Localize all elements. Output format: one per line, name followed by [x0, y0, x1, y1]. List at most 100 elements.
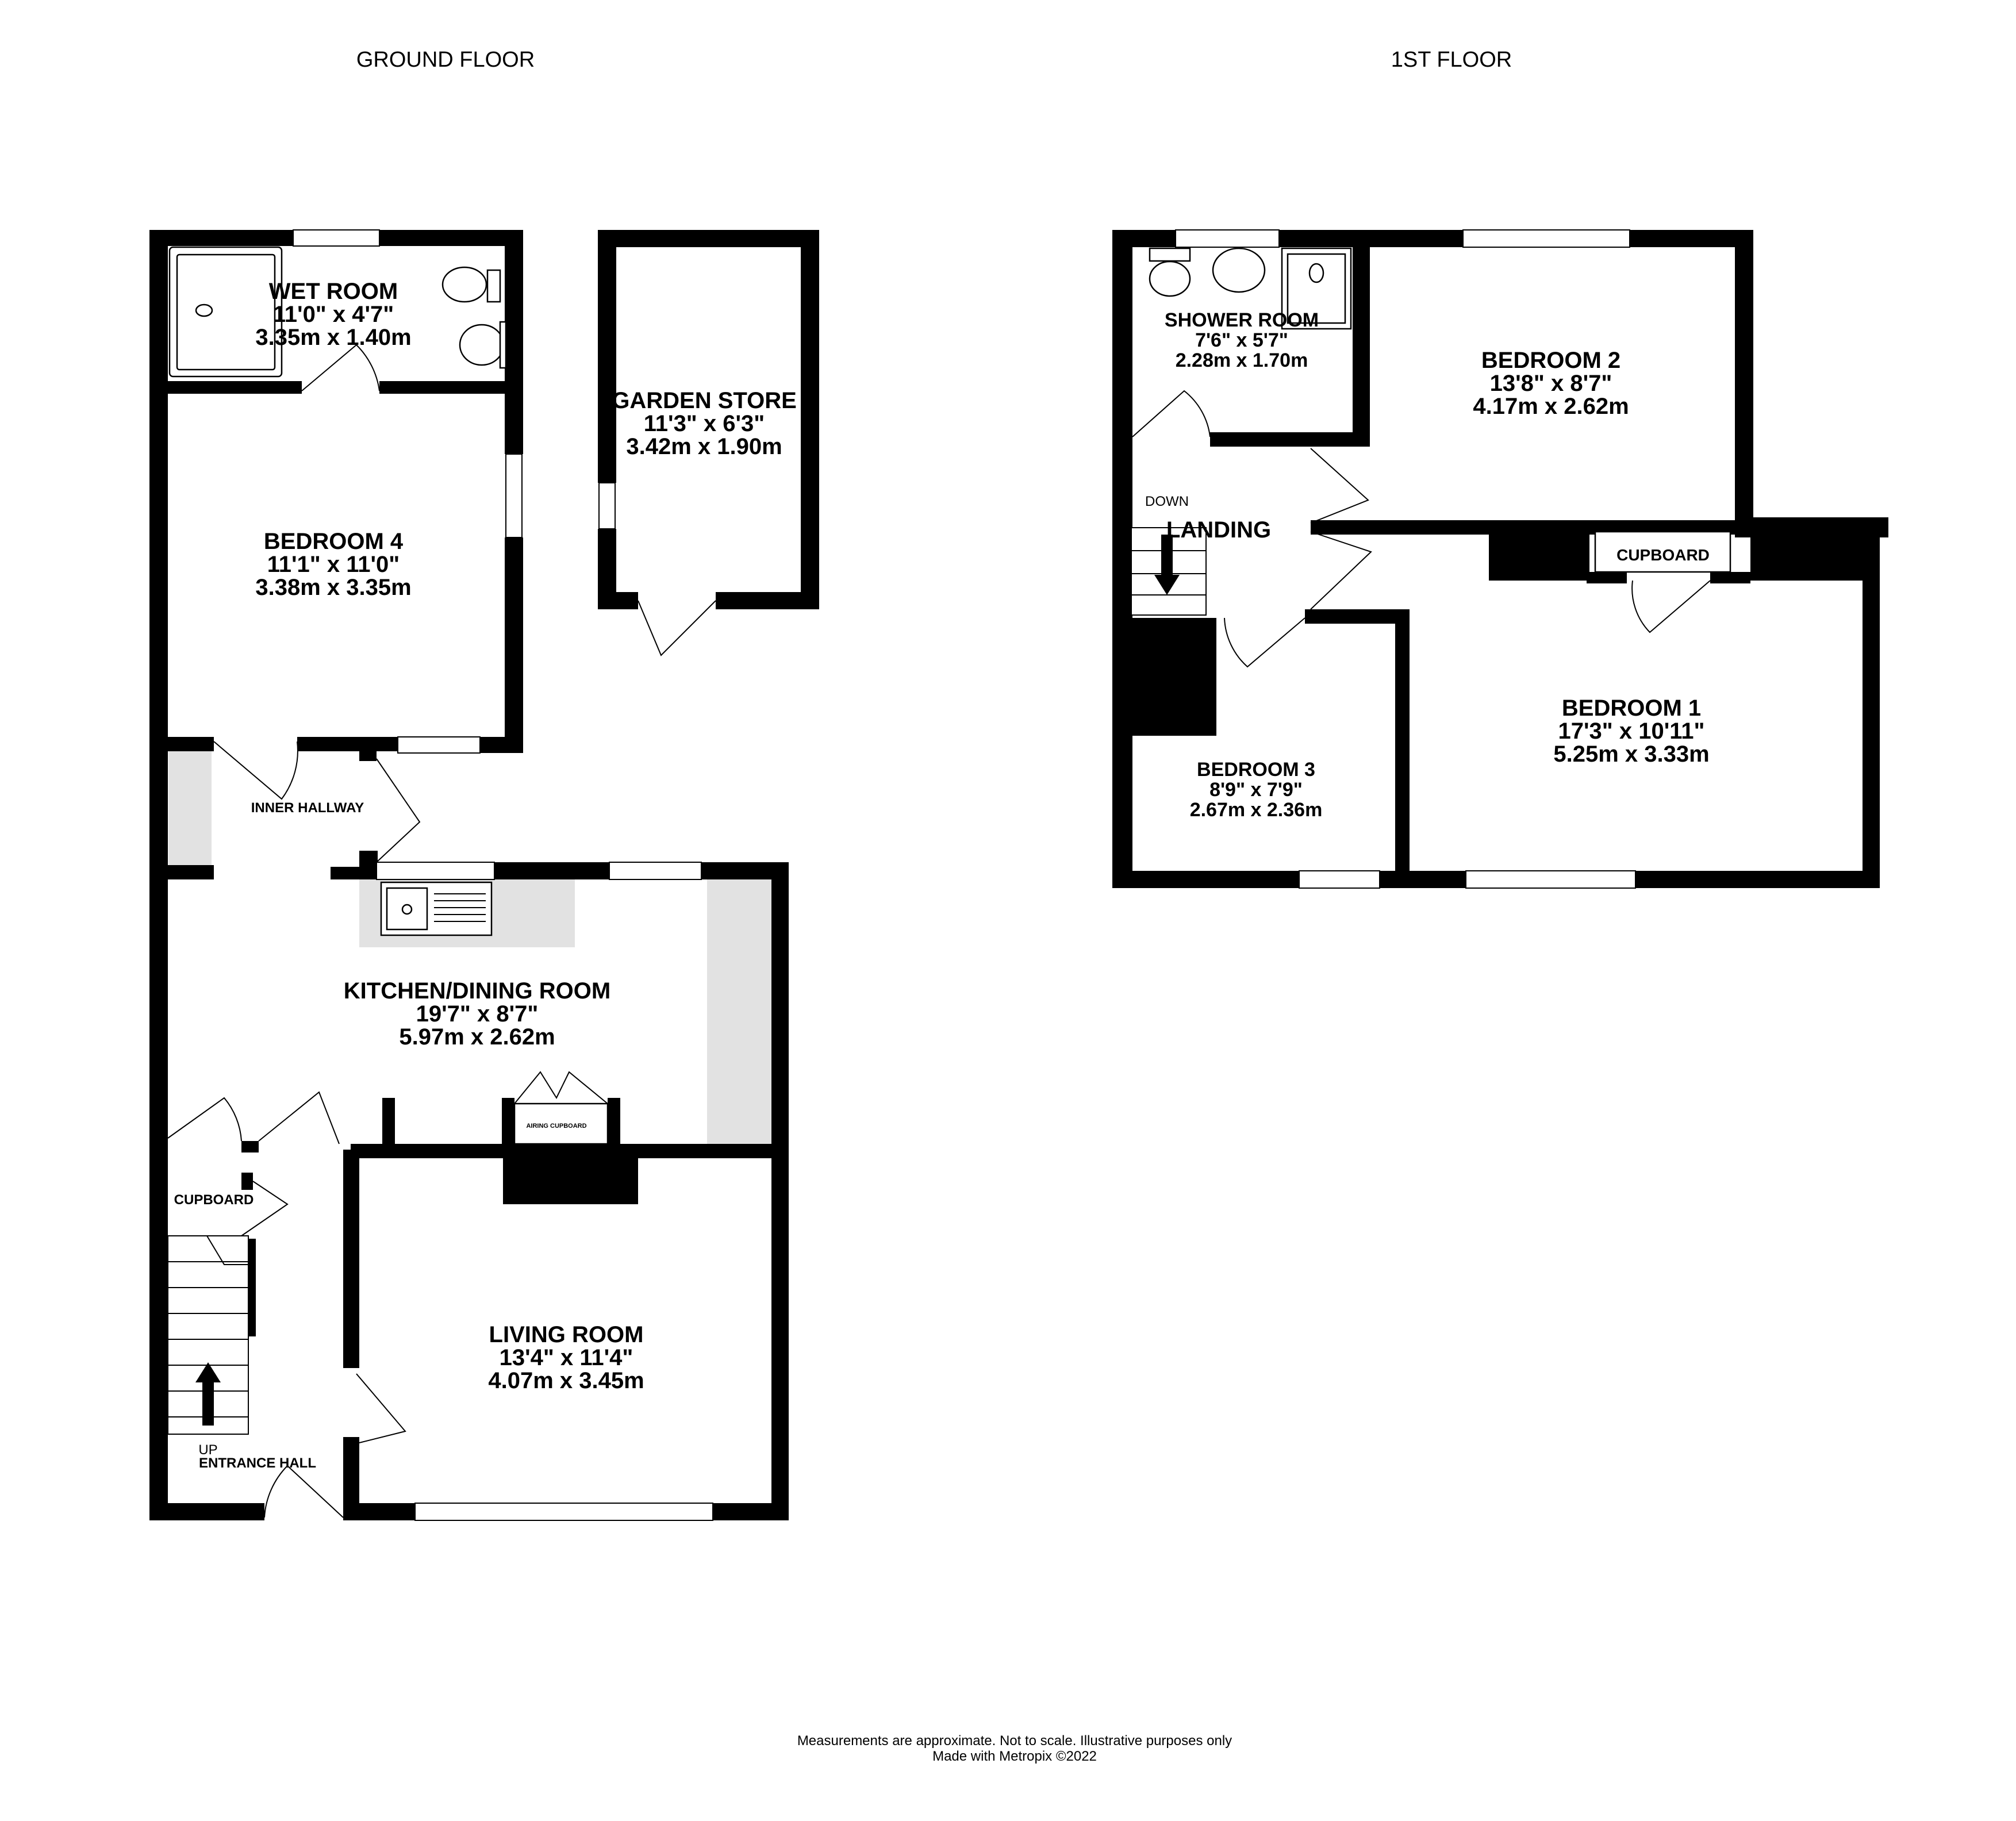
room-name: BEDROOM 1	[1562, 696, 1701, 721]
window	[1175, 229, 1280, 248]
basin-back	[499, 321, 507, 369]
wall	[598, 230, 819, 247]
wall	[379, 230, 523, 246]
wall	[1279, 230, 1463, 247]
wall	[343, 1150, 359, 1368]
wall	[502, 1098, 514, 1147]
wet-room-label: WET ROOM 11'0" x 4'7" 3.35m x 1.40m	[255, 279, 411, 350]
cupboard-frame	[1594, 531, 1731, 573]
window	[505, 454, 523, 538]
wall	[505, 537, 523, 753]
wall	[297, 737, 398, 751]
room-dim-imperial: 17'3" x 10'11"	[1558, 719, 1705, 744]
wall	[1210, 432, 1370, 447]
wall	[1630, 230, 1753, 247]
wall	[149, 230, 293, 246]
wall	[149, 1503, 264, 1520]
inner-hallway-label: INNER HALLWAY	[251, 800, 364, 816]
stairwell-void	[1131, 618, 1216, 736]
wet-room-basin	[459, 324, 505, 366]
wall	[149, 230, 168, 879]
room-dim-metric: 4.07m x 3.45m	[488, 1368, 644, 1393]
first-floor-title: 1ST FLOOR	[1391, 48, 1512, 72]
room-name: GARDEN STORE	[612, 388, 797, 413]
wall	[801, 230, 819, 609]
wall	[598, 230, 616, 483]
window	[414, 1503, 713, 1521]
doors-ground	[167, 344, 716, 1518]
down-label: DOWN	[1145, 494, 1189, 509]
draining-board	[434, 893, 486, 922]
wall	[1353, 230, 1370, 445]
wall	[1587, 572, 1627, 583]
wall	[1380, 871, 1466, 888]
down-arrow-icon	[1154, 535, 1180, 595]
room-dim-imperial: 13'4" x 11'4"	[500, 1345, 633, 1370]
wall	[1305, 609, 1408, 624]
wall	[494, 862, 609, 879]
shower-room-label: SHOWER ROOM 7'6" x 5'7" 2.28m x 1.70m	[1165, 309, 1319, 371]
room-dim-metric: 4.17m x 2.62m	[1473, 394, 1629, 419]
room-dim-metric: 3.38m x 3.35m	[255, 575, 411, 600]
bedroom-4-label: BEDROOM 4 11'1" x 11'0" 3.38m x 3.35m	[255, 529, 411, 600]
chimney-breast	[503, 1155, 638, 1204]
wall	[359, 851, 378, 879]
wall	[241, 1173, 253, 1190]
window	[293, 229, 380, 247]
room-dim-imperial: 11'1" x 11'0"	[267, 552, 400, 577]
room-dim-imperial: 11'0" x 4'7"	[273, 302, 394, 327]
wall	[343, 1503, 415, 1520]
wall	[598, 592, 638, 609]
room-name: BEDROOM 4	[264, 529, 404, 554]
wall	[149, 381, 302, 394]
wall	[149, 737, 214, 751]
window	[598, 482, 616, 529]
room-dim-imperial: 7'6" x 5'7"	[1195, 329, 1288, 351]
shower-room-toilet	[1149, 260, 1191, 297]
up-label: UP	[198, 1442, 217, 1458]
window	[397, 736, 481, 754]
ground-floor-title: GROUND FLOOR	[356, 48, 535, 72]
inner-hall-counter	[168, 750, 212, 865]
wall	[359, 737, 377, 761]
up-arrow-icon	[195, 1362, 221, 1426]
cupboard-block	[1489, 532, 1589, 581]
wall	[382, 1098, 395, 1147]
sink-drain	[401, 904, 413, 915]
window	[1462, 229, 1630, 248]
room-dim-metric: 2.67m x 2.36m	[1190, 799, 1323, 821]
room-dim-metric: 2.28m x 1.70m	[1176, 349, 1308, 371]
room-name: BEDROOM 2	[1481, 348, 1621, 373]
room-dim-metric: 5.25m x 3.33m	[1553, 742, 1709, 767]
wall	[608, 1098, 620, 1147]
footer-credit: Made with Metropix ©2022	[932, 1749, 1097, 1764]
bedroom-2-label: BEDROOM 2 13'8" x 8'7" 4.17m x 2.62m	[1473, 348, 1629, 419]
room-name: KITCHEN/DINING ROOM	[344, 978, 610, 1004]
wall	[379, 381, 523, 394]
first-floor-plan: SHOWER ROOM 7'6" x 5'7" 2.28m x 1.70m BE…	[1112, 229, 1888, 889]
wall	[149, 865, 168, 1520]
window	[1465, 870, 1636, 889]
toilet-cistern	[486, 269, 501, 303]
room-name: LIVING ROOM	[489, 1322, 644, 1347]
wall	[771, 862, 789, 1520]
window	[1299, 870, 1380, 889]
bedroom-1-label: BEDROOM 1 17'3" x 10'11" 5.25m x 3.33m	[1553, 696, 1709, 767]
shower-room-basin	[1212, 247, 1266, 293]
doors-first	[1132, 390, 1711, 668]
shower-head	[1308, 263, 1324, 283]
window	[376, 862, 495, 880]
ground-floor-plan: WET ROOM 11'0" x 4'7" 3.35m x 1.40m BEDR…	[149, 229, 819, 1521]
wall	[1635, 871, 1880, 888]
wall	[505, 230, 523, 454]
airing-cupboard-label: AIRING CUPBOARD	[526, 1123, 586, 1130]
kitchen-dining-label: KITCHEN/DINING ROOM 19'7" x 8'7" 5.97m x…	[344, 978, 610, 1050]
wall	[241, 1141, 259, 1152]
room-dim-imperial: 13'8" x 8'7"	[1490, 371, 1612, 396]
cupboard-block	[1750, 532, 1874, 581]
bedroom-3-label: BEDROOM 3 8'9" x 7'9" 2.67m x 2.36m	[1190, 759, 1323, 821]
shower-drain	[195, 304, 213, 317]
room-name: BEDROOM 3	[1197, 759, 1315, 781]
entrance-hall-label: ENTRANCE HALL	[199, 1455, 316, 1471]
